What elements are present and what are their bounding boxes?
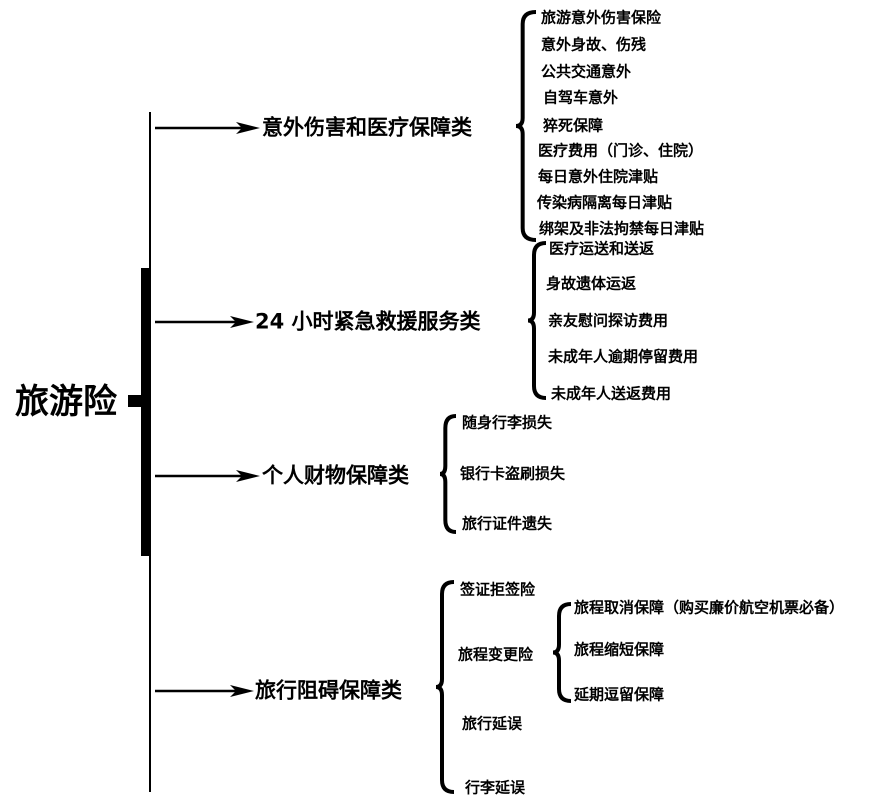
category-travel-disruption: 旅行阻碍保障类 bbox=[255, 678, 402, 703]
leaf-item: 随身行李损失 bbox=[462, 413, 553, 432]
brace-accident-medical bbox=[515, 10, 537, 242]
leaf-item: 医疗费用（门诊、住院） bbox=[538, 141, 704, 160]
leaf-item: 猝死保障 bbox=[543, 116, 604, 135]
arrow-head-icon bbox=[236, 122, 260, 134]
leaf-item: 亲友慰问探访费用 bbox=[548, 311, 669, 330]
category-accident-medical: 意外伤害和医疗保障类 bbox=[262, 115, 472, 140]
leaf-item: 签证拒签险 bbox=[460, 580, 536, 599]
sub-leaf-item: 旅程缩短保障 bbox=[574, 640, 665, 659]
leaf-item: 行李延误 bbox=[465, 778, 526, 797]
arrow-head-icon bbox=[236, 470, 260, 482]
leaf-item: 自驾车意外 bbox=[543, 88, 619, 107]
leaf-item: 意外身故、伤残 bbox=[541, 35, 647, 54]
leaf-item: 旅程变更险 bbox=[458, 645, 534, 664]
brace-travel-disruption bbox=[435, 580, 455, 794]
root-node: 旅游险 bbox=[15, 382, 117, 422]
category-emergency-rescue: 24 小时紧急救援服务类 bbox=[255, 309, 481, 334]
brace-emergency-rescue bbox=[527, 241, 547, 400]
category-personal-property: 个人财物保障类 bbox=[262, 463, 409, 488]
leaf-item: 传染病隔离每日津贴 bbox=[537, 193, 673, 212]
leaf-item: 公共交通意外 bbox=[541, 62, 632, 81]
leaf-item: 身故遗体运返 bbox=[546, 274, 637, 293]
leaf-item: 医疗运送和送返 bbox=[549, 239, 655, 258]
leaf-item: 未成年人送返费用 bbox=[551, 384, 672, 403]
leaf-item: 旅游意外伤害保险 bbox=[541, 8, 662, 27]
leaf-item: 旅行证件遗失 bbox=[462, 514, 553, 533]
arrow-head-icon bbox=[230, 685, 254, 697]
leaf-item: 未成年人逾期停留费用 bbox=[548, 347, 699, 366]
arrow-head-icon bbox=[230, 316, 254, 328]
sub-leaf-item: 延期逗留保障 bbox=[574, 685, 665, 704]
leaf-item: 每日意外住院津贴 bbox=[538, 167, 659, 186]
brace-itinerary-change bbox=[552, 602, 572, 703]
sub-leaf-item: 旅程取消保障（购买廉价航空机票必备） bbox=[574, 598, 845, 617]
leaf-item: 绑架及非法拘禁每日津贴 bbox=[539, 219, 705, 238]
trunk-bar bbox=[141, 268, 150, 556]
leaf-item: 银行卡盗刷损失 bbox=[460, 464, 566, 483]
root-connector bbox=[128, 395, 141, 407]
leaf-item: 旅行延误 bbox=[462, 714, 523, 733]
brace-personal-property bbox=[439, 414, 457, 534]
